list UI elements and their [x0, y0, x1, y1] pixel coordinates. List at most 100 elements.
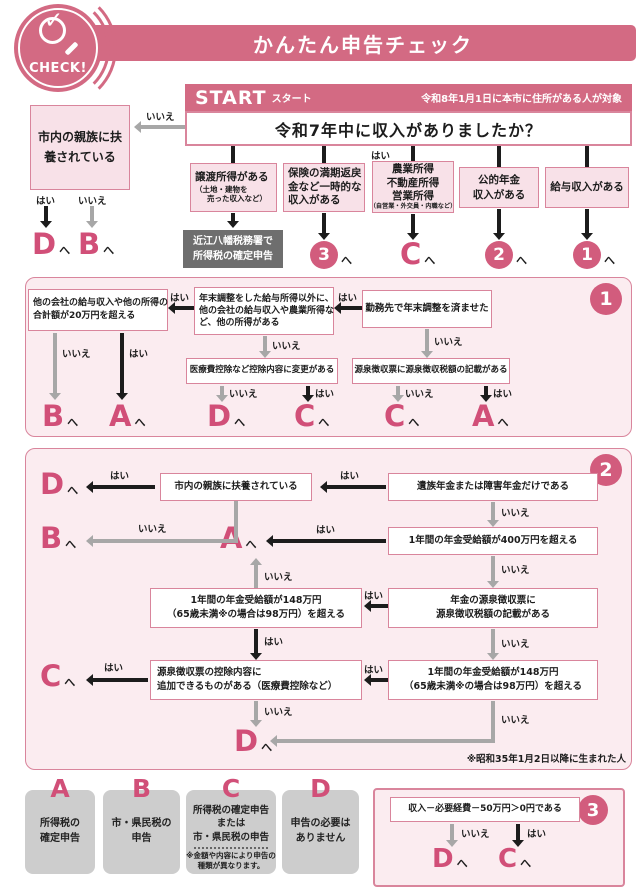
legend-C-note1: ※金額や内容により申告の — [186, 850, 276, 860]
terminal-letter: D — [32, 227, 57, 261]
label-no: いいえ — [501, 508, 530, 519]
arrow-yes — [168, 301, 194, 314]
connector-no — [491, 701, 495, 743]
box-other-income: 年末調整をした給与所得以外に、 他の会社の給与収入や農業所得な ど、他の所得があ… — [194, 287, 334, 335]
tax-office-line1: 近江八幡税務署で — [193, 236, 273, 247]
label-yes: はい — [36, 196, 56, 207]
terminal-to: へ — [341, 254, 352, 267]
label-yes: はい — [493, 389, 513, 400]
terminal-letter: B — [78, 227, 101, 261]
terminal-to: へ — [520, 857, 532, 870]
box-survivor-text: 遺族年金または障害年金だけである — [417, 481, 569, 493]
arrow-no — [215, 386, 228, 402]
terminal-to: へ — [59, 244, 71, 257]
terminal-to: へ — [245, 538, 257, 551]
legend-letter-D: D — [310, 774, 331, 803]
box-dependent-family-2: 市内の親族に扶養されている — [160, 473, 312, 501]
box-capital-gains-sub2: 売った収入など） — [207, 194, 267, 204]
check-mark-icon: ✓ — [44, 8, 64, 34]
box-add-deduction-l1: 源泉徴収票の控除内容に — [157, 666, 262, 678]
terminal-letter: C — [294, 399, 316, 433]
box-year-end-text: 勤務先で年末調整を済ませた — [365, 303, 489, 315]
box-dependent-family: 市内の親族に扶養されている — [30, 105, 130, 190]
arrow-no — [134, 120, 185, 133]
terminal-letter: D — [40, 467, 65, 501]
label-no: いいえ — [501, 565, 530, 576]
arrow-yes — [479, 386, 492, 402]
tax-office-line2: 所得税の確定申告 — [193, 251, 273, 262]
box-pension-line2: 収入がある — [472, 188, 526, 201]
arrow-yes — [364, 673, 388, 686]
terminal-letter: A — [109, 399, 132, 433]
label-yes: はい — [371, 151, 391, 162]
label-yes: はい — [340, 471, 360, 482]
terminal-circle: 3 — [310, 241, 338, 269]
legend-C-divider — [194, 846, 268, 849]
arrow-no — [445, 824, 458, 847]
terminal-to: へ — [318, 416, 330, 429]
legend-letter-C: C — [221, 774, 241, 803]
arrow-no — [486, 502, 499, 527]
panel-1-badge: 1 — [590, 283, 622, 315]
arrow — [580, 209, 593, 240]
arrow-yes — [86, 673, 148, 686]
label-yes: はい — [364, 665, 384, 676]
terminal-letter: C — [400, 237, 422, 271]
arrow-no — [85, 206, 98, 228]
terminal-to: へ — [67, 484, 79, 497]
box-public-pension: 公的年金 収入がある — [459, 167, 539, 208]
connector — [231, 146, 235, 163]
box-business-line1: 農業所得 — [392, 163, 434, 176]
box-salary-income: 給与収入がある — [545, 167, 629, 208]
box-pension-148-upper: 1年間の年金受給額が148万円 （65歳未満※の場合は98万円）を超える — [150, 588, 362, 628]
box-pension-withholding-l2: 源泉徴収税額の記載がある — [435, 609, 550, 620]
legend-A: A 所得税の 確定申告 — [25, 776, 95, 874]
terminal-to: へ — [516, 254, 527, 267]
box-dependent-family-text: 市内の親族に扶養されている — [37, 130, 122, 164]
box-year-end-adjustment: 勤務先で年末調整を済ませた — [362, 290, 492, 328]
box-pension-148-lower: 1年間の年金受給額が148万円 （65歳未満※の場合は98万円）を超える — [388, 660, 598, 700]
legend-B-l2: 申告 — [131, 833, 152, 844]
box-medical-text: 医療費控除など控除内容に変更がある — [189, 365, 335, 376]
box-business-line2: 不動産所得 — [386, 176, 440, 189]
box-survivor-pension: 遺族年金または障害年金だけである — [388, 473, 598, 501]
arrow-no — [486, 629, 499, 660]
box-medical-deduction-change: 医療費控除など控除内容に変更がある — [186, 358, 338, 384]
legend-D-l2: ありません — [295, 833, 346, 844]
arrow-no-up — [249, 558, 262, 588]
arrow — [317, 213, 330, 240]
terminal-to: へ — [67, 416, 79, 429]
box-business-sub: （自営業・外交員・内職など） — [369, 202, 457, 210]
terminal-letter: C — [40, 659, 62, 693]
terminal-to: へ — [65, 538, 77, 551]
box-pension-line1: 公的年金 — [478, 173, 520, 186]
label-yes: はい — [264, 637, 284, 648]
arrow-no — [391, 386, 404, 402]
connector — [585, 146, 589, 167]
box-over-200k: 他の会社の給与収入や他の所得の 合計額が20万円を超える — [28, 289, 168, 331]
terminal-to: へ — [234, 416, 246, 429]
terminal-letter: B — [42, 399, 65, 433]
check-badge: ✓ CHECK! — [14, 4, 102, 92]
start-label: START — [195, 86, 267, 109]
label-no: いいえ — [405, 389, 434, 400]
box-insurance-line3: 収入がある — [288, 194, 341, 207]
box-pension-withholding: 年金の源泉徴収票に 源泉徴収税額の記載がある — [388, 588, 598, 628]
label-yes: はい — [110, 471, 130, 482]
box-business-income: 農業所得 不動産所得 営業所得 （自営業・外交員・内職など） — [369, 161, 457, 213]
terminal-letter: B — [40, 521, 63, 555]
arrow-no — [420, 329, 433, 358]
legend-letter-A: A — [50, 774, 70, 803]
page-title: かんたん申告チェック — [253, 32, 473, 57]
label-no: いいえ — [264, 707, 293, 718]
terminal-to: へ — [134, 416, 146, 429]
legend-D: D 申告の必要は ありません — [282, 776, 359, 874]
box-over-200k-l1: 他の会社の給与収入や他の所得の — [33, 297, 169, 308]
panel-2-number: 2 — [599, 459, 613, 481]
magnifier-icon — [39, 17, 66, 44]
